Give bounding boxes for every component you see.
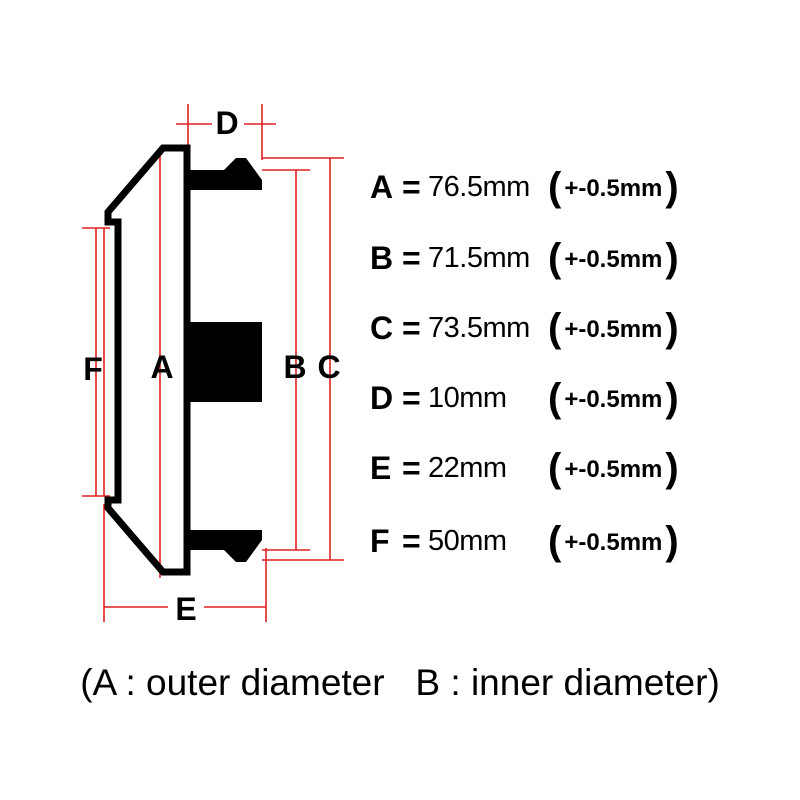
spec-tolerance: (+-0.5mm) <box>548 306 679 350</box>
spec-letter: E <box>370 449 392 486</box>
dimension-lines <box>82 104 344 622</box>
dim-label-d: D <box>215 105 238 141</box>
spec-value: 71.5mm <box>428 241 530 274</box>
spec-equals: = <box>402 522 421 559</box>
spec-tolerance: (+-0.5mm) <box>548 519 679 563</box>
spec-equals: = <box>402 379 421 416</box>
top-clip <box>187 158 262 190</box>
spec-letter: D <box>370 379 394 416</box>
spec-letter: A <box>370 168 394 205</box>
spec-equals: = <box>402 168 421 205</box>
spec-tolerance: (+-0.5mm) <box>548 376 679 420</box>
spec-value: 10mm <box>428 381 507 414</box>
tolerance-text: +-0.5mm <box>564 529 663 556</box>
dim-label-c: C <box>317 349 340 385</box>
spec-value: 73.5mm <box>428 311 530 344</box>
tolerance-text: +-0.5mm <box>564 386 663 413</box>
diameter-caption: (A : outer diameter B : inner diameter) <box>80 662 720 703</box>
tolerance-text: +-0.5mm <box>564 316 663 343</box>
spec-equals: = <box>402 449 421 486</box>
spec-row-a: A = 76.5mm (+-0.5mm) <box>370 162 679 212</box>
spec-tolerance: (+-0.5mm) <box>548 446 679 490</box>
spec-value: 22mm <box>428 451 507 484</box>
spec-row-d: D = 10mm (+-0.5mm) <box>370 373 679 423</box>
spec-letter: F <box>370 522 390 559</box>
cap-outline <box>104 144 191 576</box>
spec-equals: = <box>402 239 421 276</box>
spec-equals: = <box>402 309 421 346</box>
cap-clips <box>187 158 262 562</box>
spec-row-c: C = 73.5mm (+-0.5mm) <box>370 303 679 353</box>
tolerance-text: +-0.5mm <box>564 246 663 273</box>
spec-tolerance: (+-0.5mm) <box>548 236 679 280</box>
spec-row-f: F = 50mm (+-0.5mm) <box>370 516 679 566</box>
spec-letter: C <box>370 309 394 346</box>
dim-label-b: B <box>283 349 306 385</box>
spec-tolerance: (+-0.5mm) <box>548 165 679 209</box>
dim-label-f: F <box>83 351 103 387</box>
spec-row-e: E = 22mm (+-0.5mm) <box>370 443 679 493</box>
tolerance-text: +-0.5mm <box>564 456 663 483</box>
spec-row-b: B = 71.5mm (+-0.5mm) <box>370 233 679 283</box>
bottom-clip <box>187 530 262 562</box>
center-hub <box>187 322 262 402</box>
spec-value: 76.5mm <box>428 170 530 203</box>
cap-shell <box>104 144 191 576</box>
spec-value: 50mm <box>428 524 507 557</box>
tolerance-text: +-0.5mm <box>564 175 663 202</box>
dim-label-a: A <box>150 349 173 385</box>
dim-label-e: E <box>175 591 196 627</box>
spec-letter: B <box>370 239 394 276</box>
